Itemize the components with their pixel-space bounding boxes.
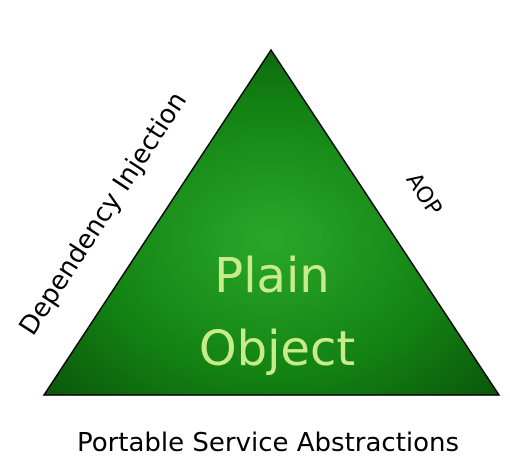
right-edge-label: AOP [401,169,447,221]
center-label-line2: Object [199,321,355,377]
center-label-line1: Plain [214,248,329,304]
triangle-shape [42,48,501,396]
bottom-edge-label: Portable Service Abstractions [77,428,459,458]
